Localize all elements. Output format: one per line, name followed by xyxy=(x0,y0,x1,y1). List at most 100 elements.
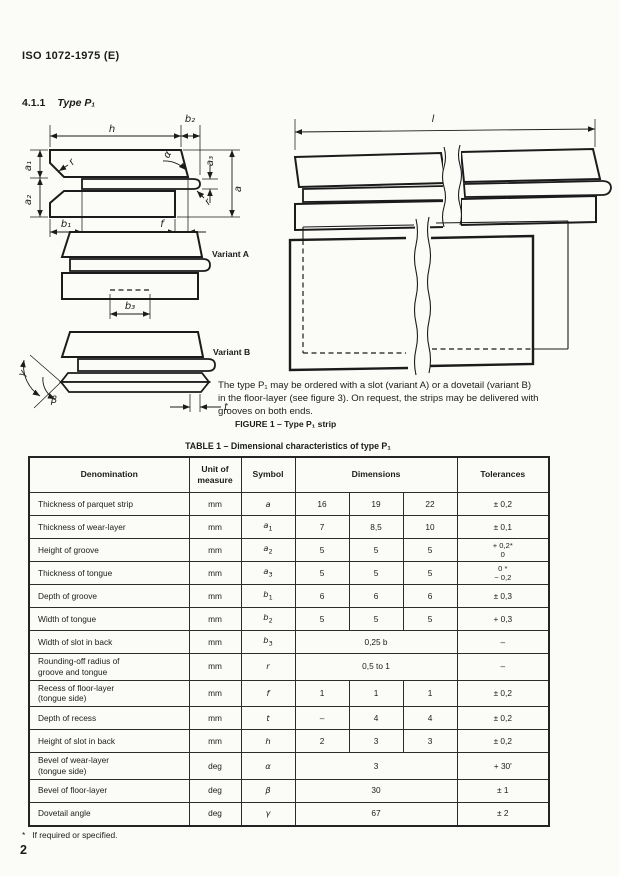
cell-unit: mm xyxy=(188,515,242,539)
cell-symbol: a1 xyxy=(240,515,296,539)
figure-caption: FIGURE 1 – Type P₁ strip xyxy=(235,419,337,429)
cell-tolerance: ± 0,1 xyxy=(456,515,550,539)
cell-denomination: Width of slot in back xyxy=(28,630,190,654)
cell-symbol: a3 xyxy=(240,561,296,585)
cell-dimension: 22 xyxy=(402,492,458,516)
table-row: Rounding-off radius of groove and tongue… xyxy=(28,653,550,681)
cell-tolerance: – xyxy=(456,653,550,681)
cell-symbol: b3 xyxy=(240,630,296,654)
cell-unit: mm xyxy=(188,653,242,681)
cell-dimension: 7 xyxy=(294,515,350,539)
cell-denomination: Recess of floor-layer (tongue side) xyxy=(28,679,190,708)
section-number: 4.1.1 xyxy=(22,97,46,109)
cell-dimension: 1 xyxy=(402,679,458,708)
cell-dimension-span: 3 xyxy=(294,752,458,780)
cell-symbol: a xyxy=(240,492,296,516)
dim-label-b2: b₂ xyxy=(185,114,195,125)
cell-dimension: 5 xyxy=(294,561,350,585)
footnote-marker: * xyxy=(22,830,26,840)
cell-unit: mm xyxy=(188,729,242,754)
dim-label-b1: b₁ xyxy=(61,219,71,230)
cell-denomination: Bevel of floor-layer xyxy=(28,778,190,803)
cell-tolerance: ± 0,2 xyxy=(456,492,550,516)
cell-symbol: α xyxy=(240,752,296,780)
cell-symbol: f xyxy=(240,679,296,708)
cell-dimension: 6 xyxy=(294,584,350,608)
dim-label-h: h xyxy=(109,124,115,135)
angle-label-gamma: γ xyxy=(16,368,29,379)
cell-tolerance: ± 0,2 xyxy=(456,706,550,731)
cell-dimension-span: 0,25 b xyxy=(294,630,458,654)
cell-tolerance: + 30' xyxy=(456,752,550,780)
cell-dimension: 16 xyxy=(294,492,350,516)
strip-side-view: l xyxy=(293,114,612,235)
cell-unit: mm xyxy=(188,607,242,631)
table-caption: TABLE 1 – Dimensional characteristics of… xyxy=(185,441,391,451)
cell-dimension: 2 xyxy=(294,729,350,754)
figure1-right-drawings: l xyxy=(288,114,612,376)
cell-dimension: 5 xyxy=(402,538,458,562)
cell-unit: mm xyxy=(188,584,242,608)
section-title: Type P₁ xyxy=(57,97,96,109)
col-header-symbol: Symbol xyxy=(240,456,296,493)
cell-denomination: Bevel of wear-layer (tongue side) xyxy=(28,752,190,780)
col-header-tolerances: Tolerances xyxy=(456,456,550,493)
figure-note: The type P₁ may be ordered with a slot (… xyxy=(218,380,539,417)
cell-dimension: 3 xyxy=(348,729,404,754)
cell-dimension-span: 0,5 to 1 xyxy=(294,653,458,681)
dim-label-l: l xyxy=(432,114,435,125)
cell-dimension: 5 xyxy=(348,607,404,631)
variant-a-drawing: b₃ Variant A xyxy=(60,231,249,319)
cell-dimension: 5 xyxy=(348,561,404,585)
dim-label-a: a xyxy=(233,186,244,192)
document-reference: ISO 1072-1975 (E) xyxy=(22,50,120,62)
dim-label-f: f xyxy=(160,219,165,230)
cell-dimension: 3 xyxy=(402,729,458,754)
cell-denomination: Depth of groove xyxy=(28,584,190,608)
cell-unit: mm xyxy=(188,706,242,731)
cell-denomination: Width of tongue xyxy=(28,607,190,631)
table-header-row: Denomination Unit of measure Symbol Dime… xyxy=(28,456,550,493)
cell-tolerance: ± 2 xyxy=(456,801,550,827)
cell-tolerance: 0 *− 0,2 xyxy=(456,561,550,585)
cell-dimension: 5 xyxy=(294,538,350,562)
cell-denomination: Depth of recess xyxy=(28,706,190,731)
cell-unit: deg xyxy=(188,752,242,780)
cell-dimension: – xyxy=(294,706,350,731)
angle-label-alpha: α xyxy=(161,149,174,160)
cell-symbol: r xyxy=(240,653,296,681)
cell-symbol: β xyxy=(240,778,296,803)
cell-denomination: Height of slot in back xyxy=(28,729,190,754)
cell-denomination: Rounding-off radius of groove and tongue xyxy=(28,653,190,681)
cell-dimension: 1 xyxy=(294,679,350,708)
section-heading: 4.1.1 Type P₁ xyxy=(22,97,95,109)
cell-tolerance: + 0,3 xyxy=(456,607,550,631)
radius-label-r2: r xyxy=(203,196,215,207)
cell-dimension: 5 xyxy=(294,607,350,631)
cell-dimension: 5 xyxy=(402,607,458,631)
footnote-text: If required or specified. xyxy=(32,830,118,840)
strip-plan-view xyxy=(288,216,569,376)
cell-tolerance: ± 0,2 xyxy=(456,729,550,754)
cell-symbol: b1 xyxy=(240,584,296,608)
variant-a-label: Variant A xyxy=(212,249,249,259)
variant-b-label: Variant B xyxy=(213,347,250,357)
cell-tolerance: ± 0,2 xyxy=(456,679,550,708)
cell-dimension: 10 xyxy=(402,515,458,539)
dim-label-t: t xyxy=(224,402,229,413)
cell-dimension: 1 xyxy=(348,679,404,708)
cell-dimension: 19 xyxy=(348,492,404,516)
cell-unit: deg xyxy=(188,778,242,803)
dimensional-characteristics-table: Denomination Unit of measure Symbol Dime… xyxy=(28,456,551,827)
cell-denomination: Height of groove xyxy=(28,538,190,562)
